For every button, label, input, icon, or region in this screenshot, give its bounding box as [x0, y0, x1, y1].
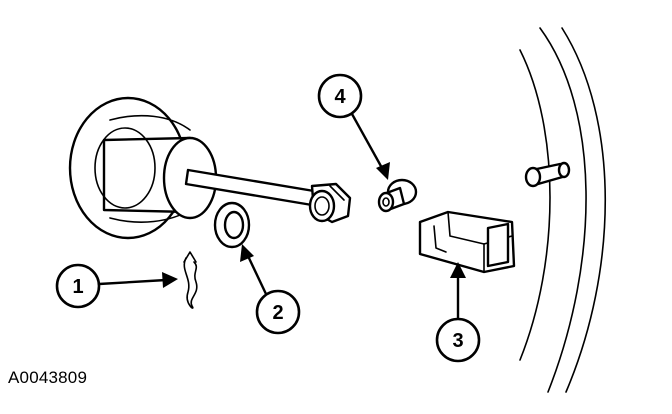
callout-3-number: 3: [452, 330, 463, 352]
callout-2-number: 2: [272, 302, 283, 324]
callout-3: 3: [435, 262, 481, 363]
panel-edge: [519, 27, 607, 393]
callout-2: 2: [240, 244, 301, 335]
callout-1: 1: [55, 263, 178, 309]
figure-id: A0043809: [8, 368, 88, 387]
rod-end-nut: [308, 182, 352, 224]
callout-1-number: 1: [72, 276, 83, 298]
panel-pin: [524, 161, 571, 188]
callout-4: 4: [317, 73, 390, 180]
washer-part: [213, 201, 251, 249]
hairpin-clip-part: [183, 251, 198, 309]
callout-4-number: 4: [334, 86, 346, 108]
mounting-housing: [68, 96, 218, 240]
bushing-part: [377, 178, 418, 213]
retainer-part: [418, 210, 516, 274]
